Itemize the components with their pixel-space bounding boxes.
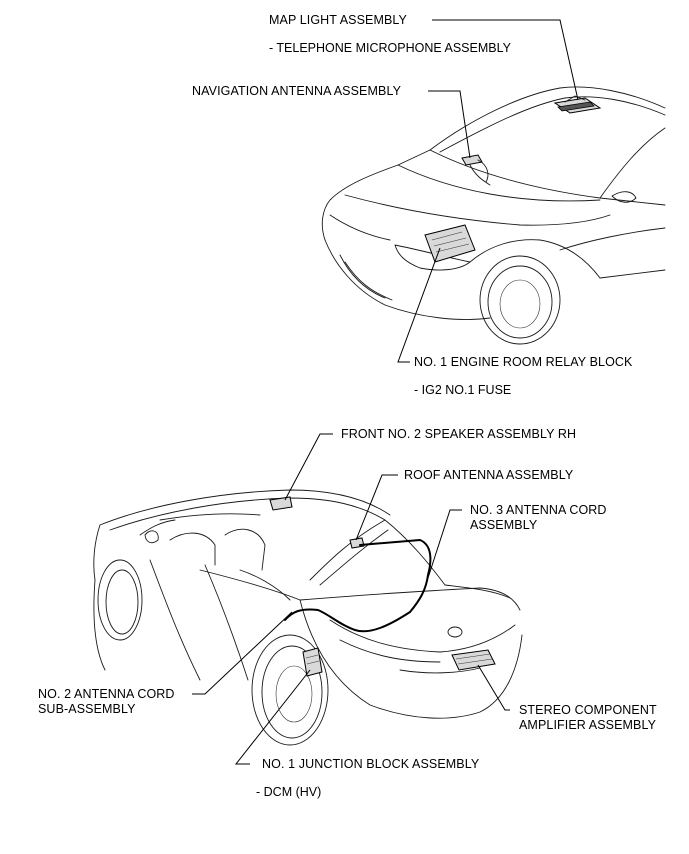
engine-room-relay-block-part [424, 224, 476, 263]
junction-block-leader [234, 669, 311, 765]
label-stereo-amp-line2: AMPLIFIER ASSEMBLY [519, 718, 657, 732]
rear-car-illustration [93, 489, 523, 746]
label-antenna-cord-2-line2: SUB-ASSEMBLY [38, 702, 136, 716]
label-stereo-amp-line1: STEREO COMPONENT [519, 703, 657, 717]
label-map-light: MAP LIGHT ASSEMBLY [269, 13, 407, 27]
label-antenna-cord-2-line1: NO. 2 ANTENNA CORD [38, 687, 175, 701]
stereo-amplifier-part [451, 649, 496, 671]
navigation-antenna-part [461, 154, 489, 183]
roof-antenna-leader [355, 474, 398, 541]
stereo-amp-leader [477, 664, 510, 711]
navigation-antenna-leader [428, 90, 471, 159]
label-antenna-cord-3-line1: NO. 3 ANTENNA CORD [470, 503, 607, 517]
front-speaker-rh-part [269, 496, 293, 511]
label-antenna-cord-3-line2: ASSEMBLY [470, 518, 538, 532]
front-car-illustration [321, 86, 666, 345]
roof-antenna-part [349, 537, 365, 549]
map-light-part [553, 95, 602, 114]
junction-block-part [302, 647, 323, 677]
label-roof-antenna: ROOF ANTENNA ASSEMBLY [404, 468, 574, 482]
label-engine-room-relay-block: NO. 1 ENGINE ROOM RELAY BLOCK [414, 355, 633, 369]
front-speaker-leader [284, 433, 333, 501]
antenna-cord-3-leader [427, 509, 462, 579]
label-dcm: - DCM (HV) [256, 785, 322, 799]
antenna-cable [284, 539, 432, 633]
label-front-speaker-rh: FRONT NO. 2 SPEAKER ASSEMBLY RH [341, 427, 577, 441]
label-navigation-antenna: NAVIGATION ANTENNA ASSEMBLY [192, 84, 402, 98]
map-light-leader [432, 19, 579, 101]
relay-block-leader [397, 247, 441, 363]
antenna-cord-2-leader [192, 611, 293, 695]
label-telephone-microphone: - TELEPHONE MICROPHONE ASSEMBLY [269, 41, 511, 55]
label-junction-block: NO. 1 JUNCTION BLOCK ASSEMBLY [262, 757, 480, 771]
label-ig2-fuse: - IG2 NO.1 FUSE [414, 383, 512, 397]
